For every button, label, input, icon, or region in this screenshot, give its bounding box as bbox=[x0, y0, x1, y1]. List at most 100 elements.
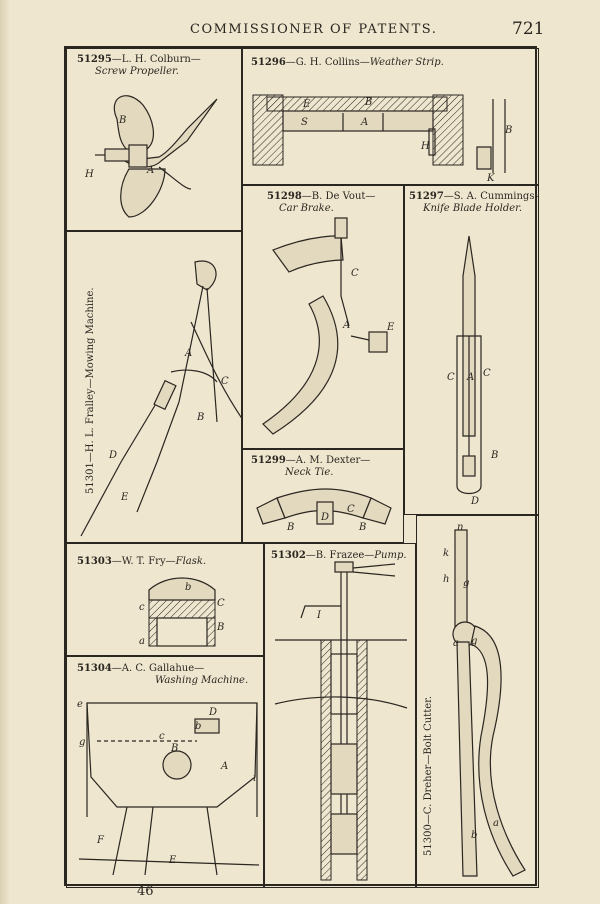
svg-text:g: g bbox=[471, 636, 477, 647]
svg-text:B: B bbox=[286, 522, 294, 533]
caption-51302: 51302—B. Frazee—Pump. bbox=[271, 550, 407, 562]
svg-text:B: B bbox=[170, 743, 178, 754]
svg-text:A: A bbox=[146, 165, 154, 176]
panel-51297: 51297—S. A. Cummings— Knife Blade Holder… bbox=[404, 185, 539, 515]
caption-51299: 51299—A. M. Dexter— Neck Tie. bbox=[251, 455, 370, 479]
caption-51295: 51295—L. H. Colburn— Screw Propeller. bbox=[77, 54, 201, 78]
svg-text:S: S bbox=[301, 117, 308, 128]
inventor-name: —B. De Vout— bbox=[301, 191, 376, 202]
panel-51301: 51301—H. L. Fralley—Mowing Machine. A C … bbox=[66, 231, 242, 543]
inventor-name: —S. A. Cummings— bbox=[443, 191, 539, 202]
svg-text:C: C bbox=[221, 376, 229, 387]
flask-drawing: b c C B a bbox=[139, 577, 225, 647]
svg-text:E: E bbox=[168, 855, 177, 866]
svg-text:i: i bbox=[253, 773, 256, 784]
svg-text:C: C bbox=[483, 368, 491, 379]
invention-title: Washing Machine. bbox=[155, 675, 249, 686]
invention-title: Screw Propeller. bbox=[95, 66, 179, 77]
caption-51298: 51298—B. De Vout— Car Brake. bbox=[267, 191, 375, 215]
inventor-name: —W. T. Fry— bbox=[111, 556, 176, 567]
svg-text:I: I bbox=[316, 610, 322, 621]
svg-text:a: a bbox=[453, 638, 459, 649]
svg-text:B: B bbox=[196, 412, 204, 423]
svg-text:C: C bbox=[217, 598, 225, 609]
caption-51296: 51296—G. H. Collins—Weather Strip. bbox=[251, 57, 444, 69]
plate-frame: 51295—L. H. Colburn— Screw Propeller. B … bbox=[64, 46, 539, 888]
pump-drawing: I bbox=[274, 561, 408, 881]
svg-text:c: c bbox=[159, 731, 165, 742]
caption-51304: 51304—A. C. Gallahue— Washing Machine. bbox=[77, 663, 248, 687]
invention-title: Pump. bbox=[374, 550, 407, 561]
inventor-name: —B. Frazee— bbox=[305, 550, 375, 561]
svg-text:c: c bbox=[139, 602, 145, 613]
invention-title: Flask. bbox=[175, 556, 207, 567]
panel-51303: 51303—W. T. Fry—Flask. b c C B a bbox=[66, 543, 264, 656]
svg-text:B: B bbox=[504, 125, 512, 136]
patent-number: 51303 bbox=[77, 556, 112, 567]
patent-number: 51297 bbox=[409, 191, 444, 202]
mowing-machine-drawing: A C B D E bbox=[80, 260, 241, 537]
svg-text:A: A bbox=[360, 117, 368, 128]
panel-51304: 51304—A. C. Gallahue— Washing Machine. e… bbox=[66, 656, 264, 888]
neck-tie-drawing: C D B B bbox=[256, 488, 392, 533]
svg-text:b: b bbox=[185, 582, 191, 593]
svg-text:k: k bbox=[443, 548, 449, 559]
footer-signature-mark: 46 bbox=[137, 884, 154, 899]
svg-text:B: B bbox=[358, 522, 366, 533]
inventor-name: —G. H. Collins— bbox=[285, 57, 370, 68]
invention-title: Weather Strip. bbox=[369, 57, 444, 68]
svg-text:C: C bbox=[351, 268, 359, 279]
svg-text:B: B bbox=[118, 115, 126, 126]
svg-text:K: K bbox=[486, 173, 495, 184]
svg-text:F: F bbox=[96, 835, 105, 846]
knife-blade-holder-drawing: C A C B D bbox=[447, 235, 498, 507]
inventor-name: —A. M. Dexter— bbox=[285, 455, 371, 466]
panel-51298: 51298—B. De Vout— Car Brake. C A E bbox=[242, 185, 404, 449]
car-brake-drawing: C A E bbox=[262, 217, 395, 435]
svg-text:h: h bbox=[443, 574, 449, 585]
patent-number: 51302 bbox=[271, 550, 306, 561]
screw-propeller-drawing: B A H bbox=[84, 95, 218, 218]
svg-text:A: A bbox=[466, 372, 474, 383]
svg-text:A: A bbox=[184, 348, 192, 359]
patent-number: 51296 bbox=[251, 57, 286, 68]
washing-machine-drawing: e D b c g B A i F E bbox=[77, 699, 260, 876]
svg-text:E: E bbox=[386, 322, 395, 333]
invention-title: Neck Tie. bbox=[285, 467, 334, 478]
inventor-name: —L. H. Colburn— bbox=[111, 54, 201, 65]
svg-text:g: g bbox=[79, 737, 85, 748]
panel-51302: 51302—B. Frazee—Pump. I bbox=[264, 543, 416, 888]
caption-51297: 51297—S. A. Cummings— Knife Blade Holder… bbox=[409, 191, 539, 215]
svg-text:g: g bbox=[463, 578, 469, 589]
svg-text:e: e bbox=[77, 699, 83, 710]
svg-text:H: H bbox=[420, 141, 430, 152]
caption-51303: 51303—W. T. Fry—Flask. bbox=[77, 556, 206, 568]
svg-text:a: a bbox=[139, 636, 145, 647]
patent-number: 51298 bbox=[267, 191, 302, 202]
svg-text:E: E bbox=[302, 99, 311, 110]
svg-text:B: B bbox=[490, 450, 498, 461]
weather-strip-drawing: E B S A H B K bbox=[252, 94, 512, 184]
patent-number: 51304 bbox=[77, 663, 112, 674]
svg-text:b: b bbox=[471, 830, 477, 841]
patent-number: 51299 bbox=[251, 455, 286, 466]
svg-text:A: A bbox=[342, 320, 350, 331]
svg-text:a: a bbox=[493, 818, 499, 829]
svg-text:B: B bbox=[364, 97, 372, 108]
svg-text:D: D bbox=[108, 450, 117, 461]
running-head: COMMISSIONER OF PATENTS. bbox=[190, 22, 438, 37]
svg-text:C: C bbox=[347, 504, 355, 515]
invention-title: Knife Blade Holder. bbox=[423, 203, 523, 214]
page-binding-edge bbox=[0, 0, 10, 904]
svg-text:n: n bbox=[457, 522, 463, 533]
patent-number: 51295 bbox=[77, 54, 112, 65]
invention-title: Car Brake. bbox=[279, 203, 334, 214]
svg-text:E: E bbox=[120, 492, 129, 503]
svg-text:D: D bbox=[470, 496, 479, 507]
svg-text:C: C bbox=[447, 372, 455, 383]
svg-text:D: D bbox=[320, 512, 329, 523]
svg-text:D: D bbox=[208, 707, 217, 718]
panel-51299: 51299—A. M. Dexter— Neck Tie. C D B B bbox=[242, 449, 404, 543]
svg-text:B: B bbox=[216, 622, 224, 633]
svg-text:A: A bbox=[220, 761, 228, 772]
